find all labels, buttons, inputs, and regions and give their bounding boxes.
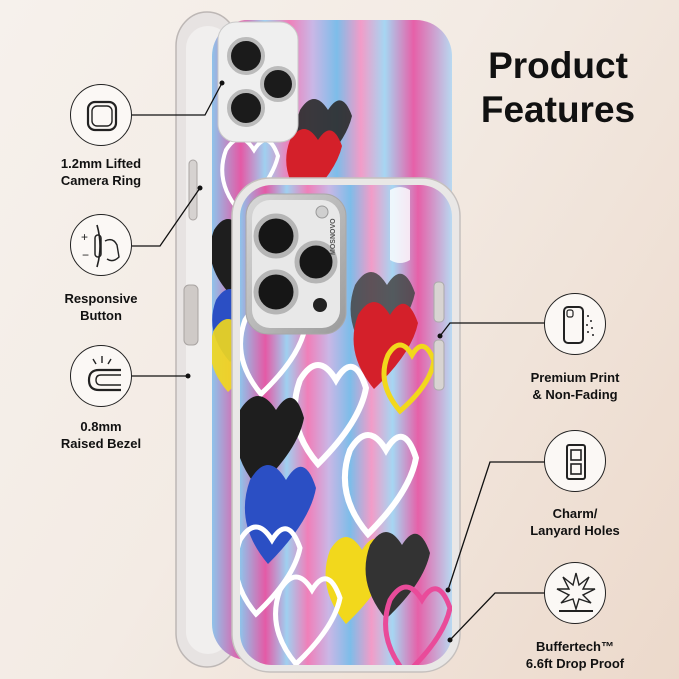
bezel-icon: [87, 356, 121, 392]
front-phone-case: [231, 177, 461, 673]
title-line-1: Product: [488, 45, 628, 86]
label-button: Responsive Button: [64, 291, 138, 323]
title-line-2: Features: [480, 89, 636, 130]
leader-camera-ring: [132, 82, 223, 116]
feature-bezel: [70, 345, 132, 407]
leader-drop: [449, 592, 545, 641]
page-title: Product Features: [448, 44, 668, 132]
feature-camera-ring: [70, 84, 132, 146]
feature-drop-proof: [544, 562, 606, 624]
label-drop-proof: Buffertech™ 6.6ft Drop Proof: [525, 639, 625, 671]
button-icon: + −: [81, 224, 120, 268]
label-print: Premium Print & Non-Fading: [530, 370, 620, 402]
label-camera-ring: 1.2mm Lifted Camera Ring: [60, 156, 142, 188]
camera-ring-icon: [86, 100, 118, 132]
leader-button: [132, 187, 201, 247]
print-icon: [563, 306, 594, 344]
leader-lanyard: [447, 461, 545, 591]
feature-button: + −: [70, 214, 132, 276]
feature-lanyard: [544, 430, 606, 492]
leader-print: [439, 322, 545, 337]
svg-text:−: −: [82, 248, 89, 262]
lanyard-hole-icon: [566, 444, 586, 480]
drop-proof-icon: [556, 572, 596, 612]
label-bezel: 0.8mm Raised Bezel: [60, 419, 142, 451]
feature-print: [544, 293, 606, 355]
label-lanyard: Charm/ Lanyard Holes: [530, 506, 620, 538]
svg-text:+: +: [81, 230, 88, 244]
